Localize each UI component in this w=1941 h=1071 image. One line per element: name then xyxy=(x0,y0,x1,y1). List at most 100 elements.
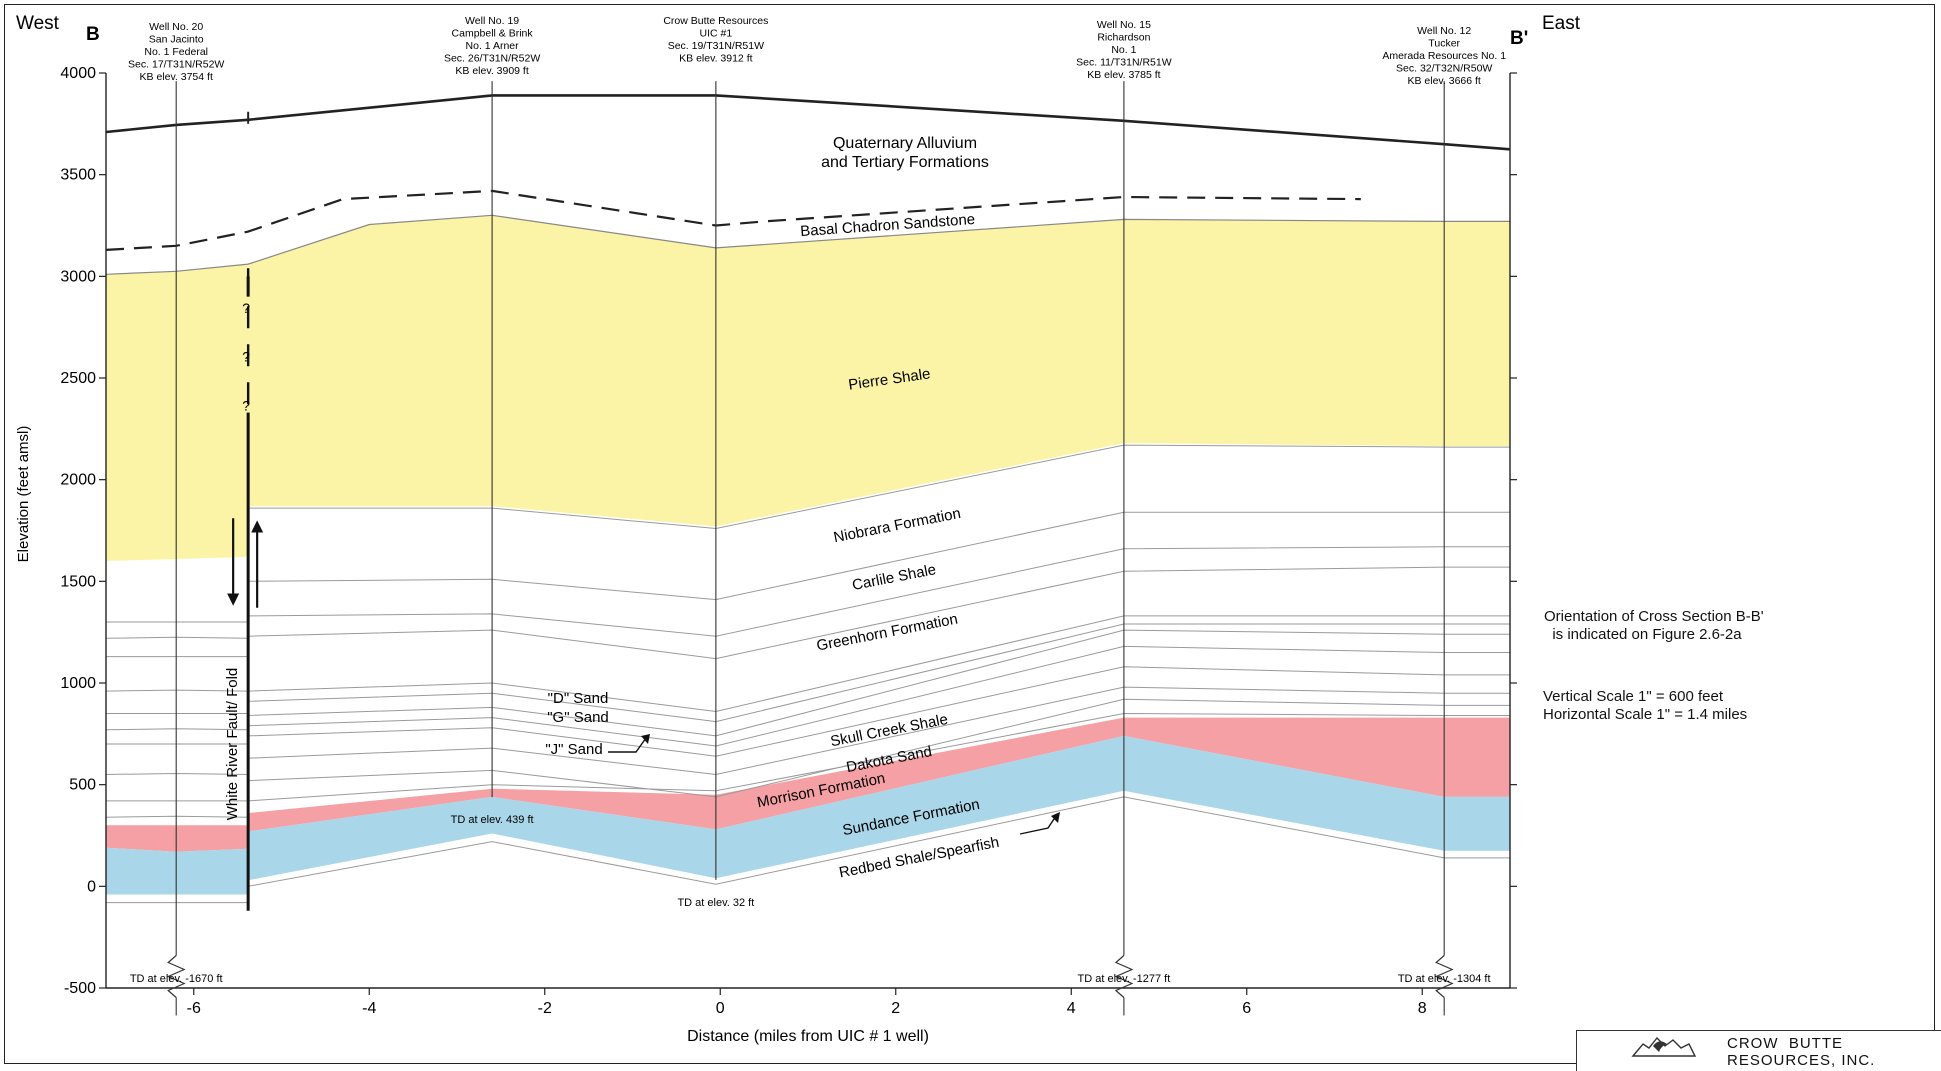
formation-contact-east-10 xyxy=(248,698,1510,798)
quaternary-label-line: and Tertiary Formations xyxy=(821,154,989,171)
well-header-line: Sec. 19/T31N/R51W xyxy=(668,40,764,52)
horizontal-scale: Horizontal Scale 1" = 1.4 miles xyxy=(1543,706,1748,723)
x-tick-label: -6 xyxy=(187,1000,201,1017)
niobrara-label-line: Niobrara Formation xyxy=(832,505,962,546)
carlile-label-line: Carlile Shale xyxy=(851,561,938,594)
well-header-line: Well No. 20 xyxy=(149,21,203,33)
formation-contact-east-5 xyxy=(248,623,1510,723)
scale-note: Vertical Scale 1" = 600 feet Horizontal … xyxy=(1543,688,1747,724)
formation-contact-east-0 xyxy=(248,444,1510,530)
well-header-line: Sec. 11/T31N/R51W xyxy=(1076,57,1172,69)
well-td-label: TD at elev. -1304 ft xyxy=(1398,973,1491,985)
y-tick-label: 1000 xyxy=(60,675,96,692)
y-tick-label: 4000 xyxy=(60,65,96,82)
x-tick-label: 4 xyxy=(1067,1000,1076,1017)
well-header-line: No. 1 xyxy=(1111,44,1136,56)
well-td-label: TD at elev. 439 ft xyxy=(451,814,534,826)
sundance-fill-east xyxy=(248,735,1511,881)
ground-surface-line xyxy=(105,94,1511,151)
y-tick-label: 1500 xyxy=(60,573,96,590)
company-logo-box: CROW BUTTE RESOURCES, INC. xyxy=(1576,1030,1941,1071)
b-prime-label: B' xyxy=(1510,28,1528,49)
orientation-line-1: Orientation of Cross Section B-B' xyxy=(1544,608,1764,625)
well-break-symbol xyxy=(1434,955,1454,998)
x-tick-label: 6 xyxy=(1242,1000,1251,1017)
y-axis-label: Elevation (feet amsl) xyxy=(15,426,32,563)
well-header-line: Tucker xyxy=(1428,38,1460,50)
sundance-fill-west xyxy=(106,847,249,895)
west-label: West xyxy=(16,13,60,34)
j-sand-label: "J" Sand xyxy=(545,741,602,758)
well-header-line: KB elev. 3912 ft xyxy=(679,53,752,65)
fault-down-arrow-head xyxy=(227,593,240,606)
d-sand-label-line: "D" Sand xyxy=(548,690,609,707)
well-break-symbol xyxy=(1114,955,1134,998)
d-sand-label: "D" Sand xyxy=(548,690,609,707)
y-tick-label: -500 xyxy=(64,980,96,997)
g-sand-label-line: "G" Sand xyxy=(547,709,609,726)
well-header-line: San Jacinto xyxy=(149,34,204,46)
formation-contact-east-9 xyxy=(248,686,1510,776)
carlile-label: Carlile Shale xyxy=(851,561,938,594)
redbed-leader-arrowhead xyxy=(1051,812,1060,823)
well-header-line: KB elev. 3785 ft xyxy=(1087,69,1160,81)
well-break-symbol xyxy=(166,955,186,998)
company-name-line-1: CROW BUTTE xyxy=(1727,1035,1843,1052)
pierre-shale-fill-east xyxy=(248,215,1511,527)
well-header-line: Sec. 17/T31N/R52W xyxy=(128,59,224,71)
vertical-scale: Vertical Scale 1" = 600 feet xyxy=(1543,688,1724,705)
niobrara-label: Niobrara Formation xyxy=(832,505,962,546)
quaternary-label: Quaternary Alluvium and Tertiary Formatio… xyxy=(821,135,989,171)
x-tick-label: 2 xyxy=(891,1000,900,1017)
skull-creek-label: Skull Creek Shale xyxy=(829,711,949,750)
x-tick-label: 0 xyxy=(716,1000,725,1017)
orientation-line-2: is indicated on Figure 2.6-2a xyxy=(1544,626,1742,643)
x-tick-label: -4 xyxy=(362,1000,376,1017)
y-tick-label: 2000 xyxy=(60,472,96,489)
formation-contact-east-4 xyxy=(248,615,1510,713)
x-axis-label: Distance (miles from UIC # 1 well) xyxy=(687,1028,929,1045)
formation-contact-east-8 xyxy=(248,666,1510,757)
pierre-shale-fill-west xyxy=(106,264,249,561)
y-tick-label: 0 xyxy=(87,878,96,895)
fault-query-mark: ? xyxy=(242,349,250,365)
east-label: East xyxy=(1542,13,1581,34)
well-header-line: Well No. 12 xyxy=(1417,25,1471,37)
formation-contact-west-1 xyxy=(105,636,249,639)
company-name: CROW BUTTE RESOURCES, INC. xyxy=(1727,1035,1875,1069)
j-sand-leader-arrowhead xyxy=(641,734,650,744)
well-header-line: No. 1 Federal xyxy=(144,46,208,58)
well-header-line: Well No. 15 xyxy=(1097,19,1151,31)
well-header-line: Campbell & Brink xyxy=(452,28,534,40)
well-header-line: Crow Butte Resources xyxy=(663,15,768,27)
formation-contact-east-3 xyxy=(248,566,1510,660)
well-td-label: TD at elev. -1277 ft xyxy=(1078,973,1171,985)
y-tick-label: 3500 xyxy=(60,167,96,184)
j-sand-leader-arrow xyxy=(608,737,647,753)
well-header-line: KB elev. 3909 ft xyxy=(455,65,528,77)
y-tick-label: 500 xyxy=(69,777,96,794)
formation-contact-east-1 xyxy=(248,511,1510,601)
morrison-fill-west xyxy=(106,825,249,852)
b-label: B xyxy=(86,24,100,45)
well-td-label: TD at elev. -1670 ft xyxy=(130,973,223,985)
well-td-label: TD at elev. 32 ft xyxy=(677,897,754,909)
quaternary-label-line: Quaternary Alluvium xyxy=(833,135,977,152)
well-header-line: Richardson xyxy=(1097,32,1150,44)
redbed-leader-arrow xyxy=(1019,815,1057,835)
formation-contact-east-6 xyxy=(248,629,1510,737)
well-header-line: UIC #1 xyxy=(700,28,733,40)
formation-contact-east-2 xyxy=(248,546,1510,637)
skull-creek-label-line: Skull Creek Shale xyxy=(829,711,949,750)
well-header-line: KB elev. 3666 ft xyxy=(1408,75,1481,87)
x-tick-label: 8 xyxy=(1418,1000,1427,1017)
fault-up-arrow-head xyxy=(251,520,264,533)
y-tick-label: 3000 xyxy=(60,268,96,285)
orientation-note: Orientation of Cross Section B-B' is ind… xyxy=(1544,608,1764,644)
well-header-line: KB elev. 3754 ft xyxy=(140,71,213,83)
